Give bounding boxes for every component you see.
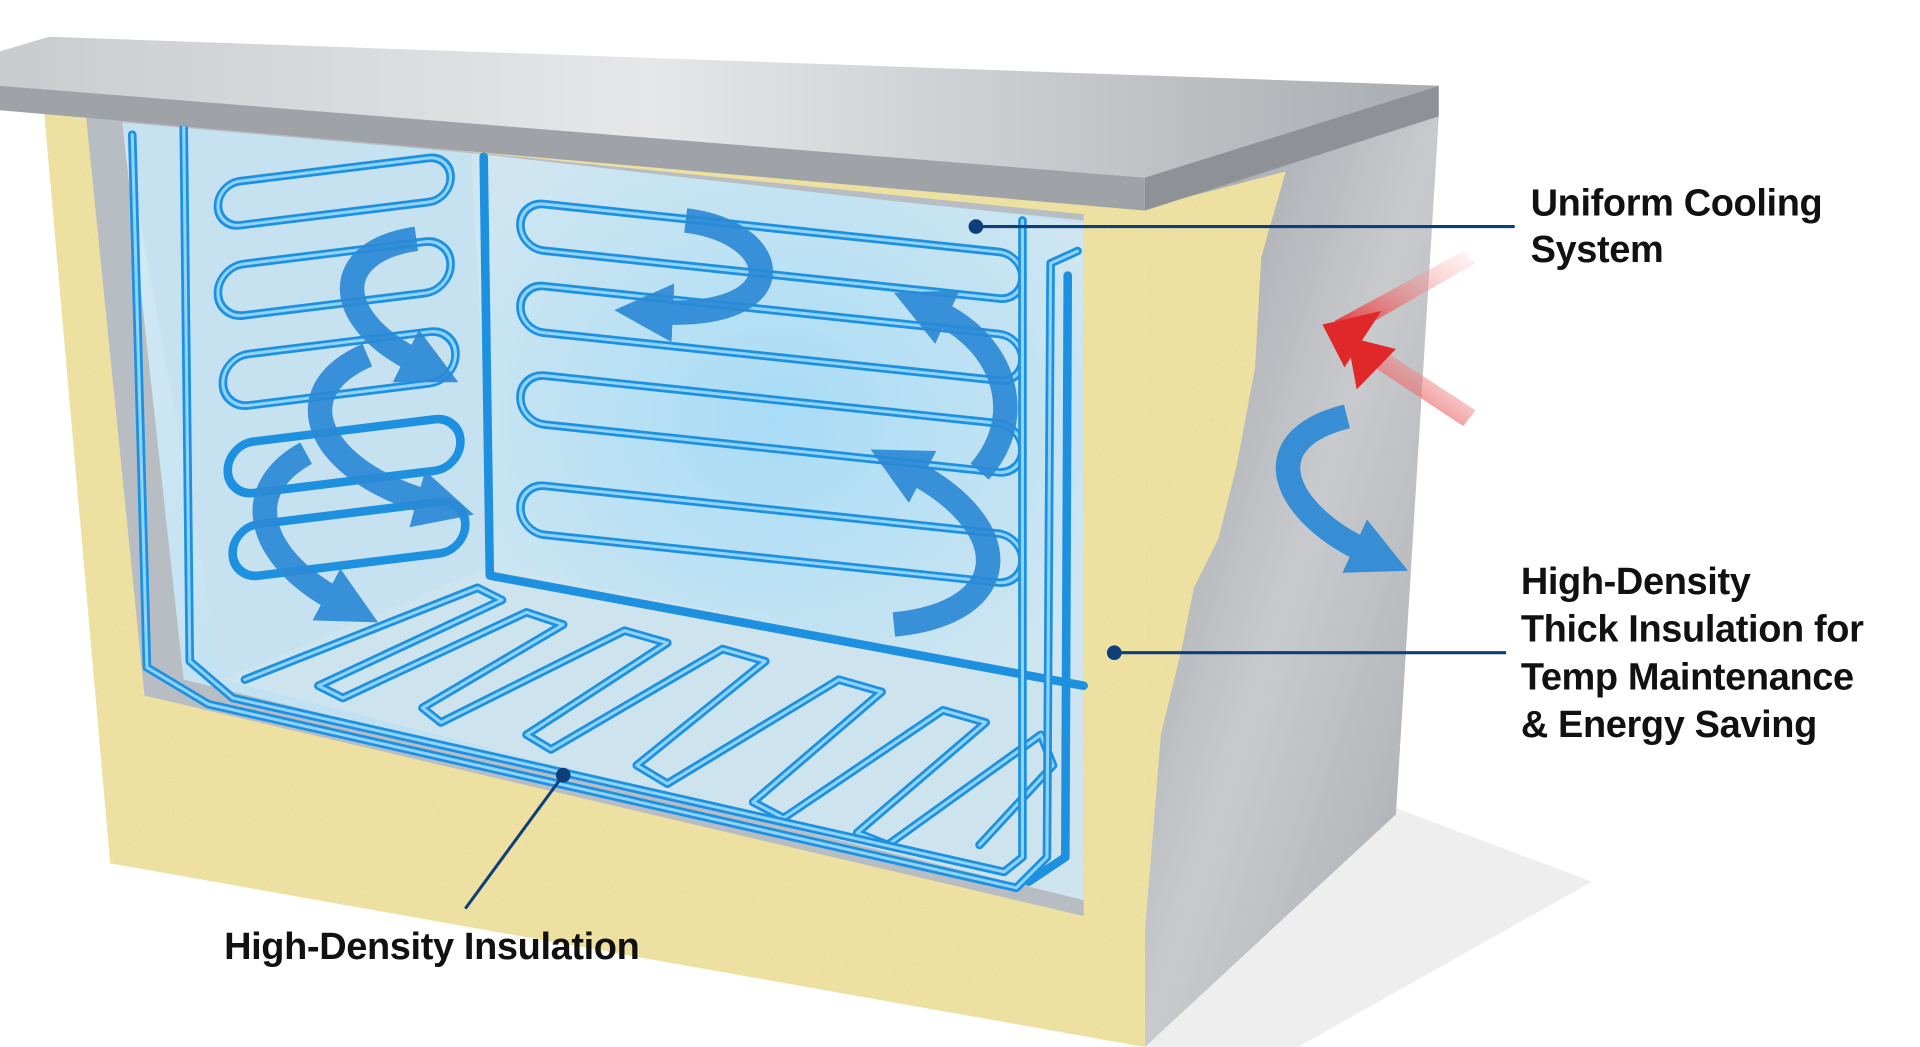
heat-arrows [1322,251,1476,427]
label-thick-insulation-line3: Temp Maintenance [1521,656,1854,698]
callout-uniform-cooling: Uniform Cooling System [968,183,1823,271]
airflow-arrow-icon [307,343,474,528]
heat-arrow-icon [1346,336,1396,390]
vertical-pipes [127,118,1088,893]
airflow-arrow-icon [1275,404,1408,573]
label-uniform-cooling-line1: Uniform Cooling [1531,183,1823,225]
lid-front-edge [0,85,1145,211]
floor-shadow [1144,808,1592,1047]
right-side-insulation-cutaway [1144,171,1286,931]
lid-top [0,36,1439,178]
label-high-density-insulation: High-Density Insulation [224,926,639,968]
label-thick-insulation-line4: & Energy Saving [1521,704,1817,746]
airflow-arrow-icon [339,226,459,383]
label-thick-insulation-line2: Thick Insulation for [1521,609,1864,651]
heat-arrow-icon [1365,346,1476,427]
floor-coils [240,583,1058,850]
airflow-arrow-icon [893,290,1018,480]
label-thick-insulation-line1: High-Density [1521,561,1751,603]
airflow-arrows [252,208,1408,637]
airflow-arrow-icon [252,442,379,623]
lid-side-edge [1144,85,1439,211]
label-uniform-cooling-line2: System [1531,229,1664,271]
airflow-arrow-icon [870,449,1001,637]
callout-insulation: High-Density Insulation [224,767,640,968]
callout-thick-insulation: High-Density Thick Insulation for Temp M… [1106,561,1864,746]
airflow-arrow-icon [614,208,773,343]
